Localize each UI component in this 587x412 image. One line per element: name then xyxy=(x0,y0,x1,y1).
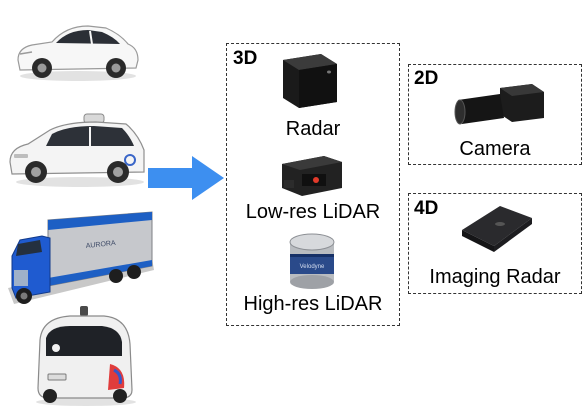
group-4d-box xyxy=(408,193,582,294)
svg-text:AURORA: AURORA xyxy=(85,240,116,250)
radar-label: Radar xyxy=(285,118,341,140)
group-3d-tag: 3D xyxy=(233,48,258,69)
radar-sensor-icon xyxy=(283,54,337,108)
imaging-radar-icon xyxy=(462,206,532,252)
svg-text:Velodyne: Velodyne xyxy=(300,264,325,270)
right-arrow-icon xyxy=(148,156,224,200)
group-3d-box xyxy=(226,43,400,326)
high-res-lidar-label: High-res LiDAR xyxy=(243,293,383,315)
camera-label: Camera xyxy=(459,138,531,160)
autonomous-truck-icon: AURORA xyxy=(8,211,154,304)
low-res-lidar-label: Low-res LiDAR xyxy=(245,201,381,223)
imaging-radar-label: Imaging Radar xyxy=(429,266,561,288)
camera-icon xyxy=(454,84,544,125)
group-2d-box xyxy=(408,64,582,165)
group-4d-tag: 4D xyxy=(414,198,439,219)
low-res-lidar-icon xyxy=(282,156,342,196)
self-driving-minivan-icon xyxy=(9,113,145,187)
high-res-lidar-icon: Velodyne xyxy=(289,233,335,289)
group-2d-tag: 2D xyxy=(414,68,439,89)
white-suv-icon xyxy=(17,25,139,81)
delivery-robot-icon xyxy=(36,306,136,406)
